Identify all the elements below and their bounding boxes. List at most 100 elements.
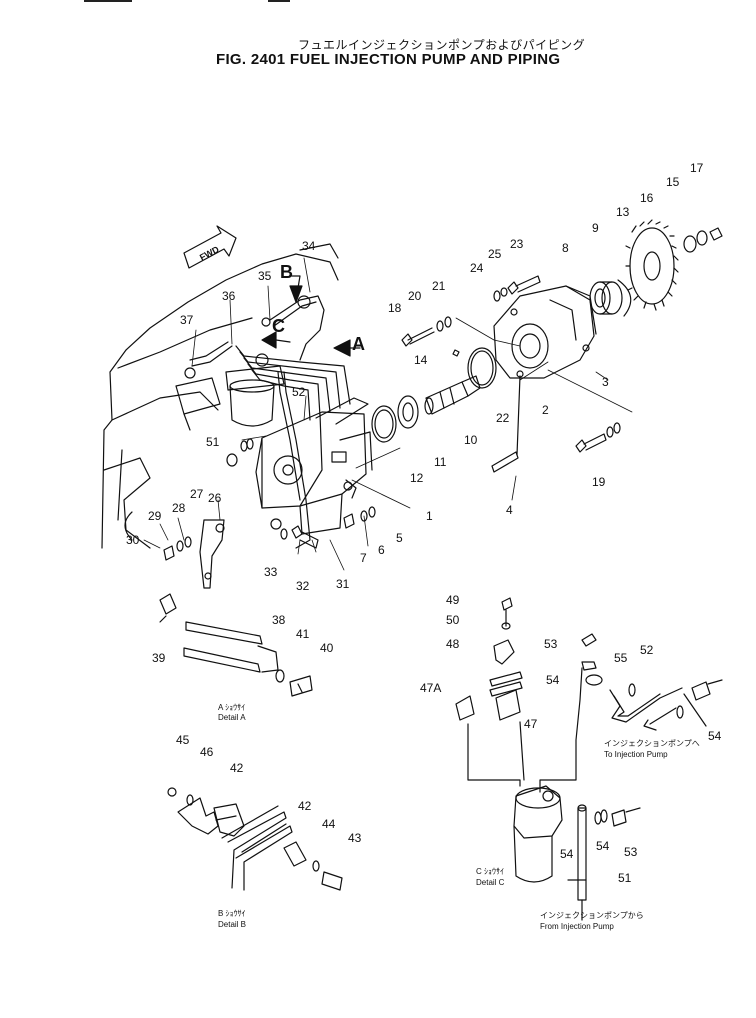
snap-ring [617,279,632,317]
washer-24 [246,438,254,450]
callout-2: 2 [542,403,549,417]
bearing [589,281,623,315]
washer-29 [184,536,192,548]
callout-48: 48 [446,637,460,651]
engine-block [101,243,339,549]
top-edge-mark [268,0,290,2]
callout-51-c: 51 [618,871,632,885]
callout-35: 35 [258,269,272,283]
washer-6 [360,510,368,522]
detail-b-drawing [167,787,343,891]
fwd-label: FWD [198,244,221,263]
fitting-31-33 [280,525,319,549]
callout-46: 46 [200,745,214,759]
injection-pipes [184,295,351,549]
callout-15: 15 [666,175,680,189]
detail-labels: A ｼｮｳｻｲ Detail A B ｼｮｳｻｲ Detail B C ｼｮｳｻ… [218,703,700,931]
callout-40: 40 [320,641,334,655]
to-pump-label: To Injection Pump [604,750,668,759]
fwd-arrow [183,225,237,269]
key-14 [452,349,460,357]
washer-25 [240,440,248,452]
callout-27: 27 [190,487,204,501]
fuel-filter-main [225,353,285,427]
detail-a-jp: A ｼｮｳｻｲ [218,703,245,712]
leader-lines-main [143,257,633,571]
title-japanese: フュエルインジェクションポンプおよびパイピング [298,38,586,52]
o-ring-12 [371,405,397,443]
to-pump-jp: インジェクションポンプへ [604,739,700,748]
view-arrows [261,275,361,357]
o-ring-22 [467,347,497,389]
from-pump-jp: インジェクションポンプから [540,911,644,920]
callout-25: 25 [488,247,502,261]
callout-30: 30 [126,533,140,547]
callout-3: 3 [602,375,609,389]
callout-43: 43 [348,831,362,845]
callout-24: 24 [470,261,484,275]
detail-c-label: Detail C [476,878,505,887]
bolt-23 [493,275,541,302]
callout-7: 7 [360,551,367,565]
callout-34: 34 [302,239,316,253]
bearing-11 [397,395,419,429]
callout-54b: 54 [708,729,722,743]
callout-51: 51 [206,435,220,449]
callout-12: 12 [410,471,424,485]
top-edge-mark [84,0,132,2]
callout-52: 52 [292,385,306,399]
detail-a-drawing [159,593,313,697]
callout-22: 22 [496,411,510,425]
callout-28: 28 [172,501,186,515]
gear-nut-washers [683,227,723,253]
callout-38: 38 [272,613,286,627]
callout-39: 39 [152,651,166,665]
from-pump-label: From Injection Pump [540,922,614,931]
callout-53-c: 53 [624,845,638,859]
callout-49: 49 [446,593,460,607]
bracket-27 [199,519,225,589]
callout-6: 6 [378,543,385,557]
detail-c-drawing [455,597,723,921]
view-marker-c: C [272,316,285,336]
callout-9: 9 [592,221,599,235]
detail-a-label: Detail A [218,713,246,722]
callout-20: 20 [408,289,422,303]
callout-5: 5 [396,531,403,545]
nut-26 [226,453,238,467]
stud-4 [491,451,519,473]
callout-21: 21 [432,279,446,293]
callout-45: 45 [176,733,190,747]
callout-16: 16 [640,191,654,205]
callout-54c: 54 [560,847,574,861]
callout-41: 41 [296,627,310,641]
callout-1: 1 [426,509,433,523]
callout-11: 11 [434,455,447,469]
callout-19: 19 [592,475,606,489]
callout-26: 26 [208,491,222,505]
callout-47a: 47A [420,681,441,695]
callout-44: 44 [322,817,336,831]
callout-55: 55 [614,651,628,665]
injection-pump [255,397,373,535]
callout-54d: 54 [596,839,610,853]
bolt-18 [401,316,452,347]
detail-b-label: Detail B [218,920,246,929]
callout-17: 17 [690,161,704,175]
view-marker-b: B [280,262,293,282]
callout-54a: 54 [546,673,560,687]
callout-10: 10 [464,433,478,447]
callout-37: 37 [180,313,194,327]
callout-52-c: 52 [640,643,654,657]
callout-29: 29 [148,509,162,523]
callout-31: 31 [336,577,350,591]
view-marker-a: A [352,334,365,354]
callout-4: 4 [506,503,513,517]
detail-c-jp: C ｼｮｳｻｲ [476,867,504,876]
callout-42a: 42 [230,761,244,775]
callout-14: 14 [414,353,428,367]
part-callouts: 1 2 3 4 5 6 7 8 9 10 11 12 13 14 15 16 1… [126,161,722,885]
callout-53: 53 [544,637,558,651]
callout-50: 50 [446,613,460,627]
